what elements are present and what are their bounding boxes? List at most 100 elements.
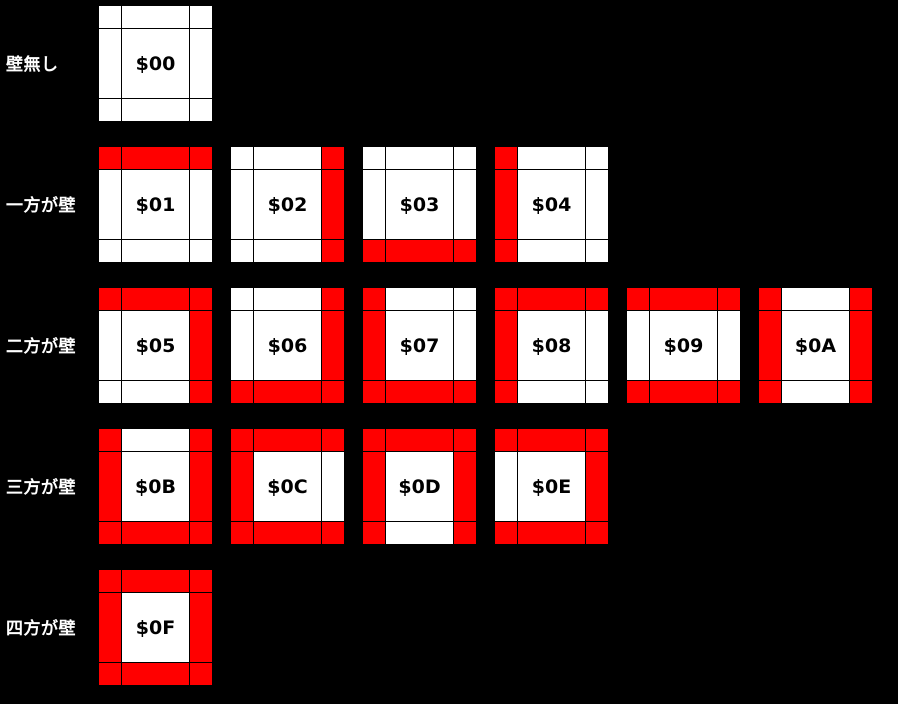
tile-corner-top-left xyxy=(495,429,517,451)
tile-edge-right xyxy=(454,170,476,239)
wall-tile-06[interactable]: $06 xyxy=(230,287,345,404)
tile-edge-bottom xyxy=(782,381,849,403)
tile-corner-bottom-right xyxy=(322,381,344,403)
tile-corner-bottom-left xyxy=(99,381,121,403)
wall-tile-0F[interactable]: $0F xyxy=(98,569,213,686)
tile-edge-right xyxy=(454,452,476,521)
wall-tile-00[interactable]: $00 xyxy=(98,5,213,122)
wall-tile-05[interactable]: $05 xyxy=(98,287,213,404)
tile-edge-top xyxy=(254,288,321,310)
tile-edge-top xyxy=(518,147,585,169)
tile-row-3: 二方が壁$05$06$07$08$09$0A xyxy=(0,287,898,404)
tile-edge-left xyxy=(99,311,121,380)
wall-tile-09[interactable]: $09 xyxy=(626,287,741,404)
tile-corner-bottom-right xyxy=(322,240,344,262)
tile-corner-bottom-right xyxy=(718,381,740,403)
tile-edge-bottom xyxy=(122,99,189,121)
tile-edge-right xyxy=(322,452,344,521)
tile-edge-left xyxy=(495,170,517,239)
tile-corner-top-left xyxy=(99,147,121,169)
tile-corner-top-left xyxy=(495,288,517,310)
wall-tile-0C[interactable]: $0C xyxy=(230,428,345,545)
wall-tile-0A[interactable]: $0A xyxy=(758,287,873,404)
tile-row-2: 一方が壁 $01$02$03$04 xyxy=(0,146,898,263)
tile-edge-bottom xyxy=(518,381,585,403)
tile-corner-top-left xyxy=(627,288,649,310)
tile-code-label: $08 xyxy=(518,311,585,380)
tile-edge-left xyxy=(99,29,121,98)
tile-corner-bottom-left xyxy=(363,240,385,262)
tile-corner-bottom-left xyxy=(231,381,253,403)
tile-corner-bottom-left xyxy=(363,522,385,544)
tile-edge-top xyxy=(122,288,189,310)
tile-row-4: 三方が壁 $0B$0C $0D $0E xyxy=(0,428,898,545)
row-label: 壁無し xyxy=(6,55,59,75)
tile-code-label: $0F xyxy=(122,593,189,662)
tile-code-label: $00 xyxy=(122,29,189,98)
tile-edge-top xyxy=(386,429,453,451)
tile-corner-top-right xyxy=(190,288,212,310)
tile-edge-top xyxy=(518,288,585,310)
tile-corner-bottom-right xyxy=(190,240,212,262)
tile-corner-bottom-left xyxy=(99,240,121,262)
tile-corner-bottom-left xyxy=(99,99,121,121)
tile-corner-bottom-left xyxy=(99,663,121,685)
tile-corner-top-right xyxy=(322,429,344,451)
row-label: 三方が壁 xyxy=(6,478,76,498)
tile-corner-top-left xyxy=(99,570,121,592)
tile-code-label: $0E xyxy=(518,452,585,521)
tile-edge-right xyxy=(586,170,608,239)
tile-edge-bottom xyxy=(386,240,453,262)
tile-corner-top-right xyxy=(718,288,740,310)
tile-edge-bottom xyxy=(254,381,321,403)
tile-edge-bottom xyxy=(122,663,189,685)
tile-edge-top xyxy=(122,6,189,28)
tile-corner-bottom-left xyxy=(363,381,385,403)
tile-edge-top xyxy=(650,288,717,310)
tile-corner-top-right xyxy=(322,147,344,169)
tile-edge-left xyxy=(759,311,781,380)
wall-tile-04[interactable]: $04 xyxy=(494,146,609,263)
tile-corner-bottom-left xyxy=(495,240,517,262)
tile-corner-bottom-left xyxy=(99,522,121,544)
wall-tile-0B[interactable]: $0B xyxy=(98,428,213,545)
row-label: 一方が壁 xyxy=(6,196,76,216)
wall-tile-03[interactable]: $03 xyxy=(362,146,477,263)
tile-edge-left xyxy=(99,170,121,239)
wall-tile-08[interactable]: $08 xyxy=(494,287,609,404)
wall-tile-0E[interactable]: $0E xyxy=(494,428,609,545)
tiles-strip: $00 xyxy=(98,5,213,122)
tile-edge-right xyxy=(586,311,608,380)
tile-edge-bottom xyxy=(386,522,453,544)
tile-corner-top-right xyxy=(586,147,608,169)
tile-corner-top-left xyxy=(363,429,385,451)
tile-edge-right xyxy=(718,311,740,380)
tile-corner-bottom-right xyxy=(586,240,608,262)
tile-edge-top xyxy=(518,429,585,451)
wall-tile-01[interactable]: $01 xyxy=(98,146,213,263)
tile-edge-bottom xyxy=(122,240,189,262)
wall-tile-0D[interactable]: $0D xyxy=(362,428,477,545)
tile-row-1: 壁無し $00 xyxy=(0,5,898,122)
tile-corner-top-left xyxy=(231,147,253,169)
tile-edge-left xyxy=(495,311,517,380)
tile-corner-bottom-right xyxy=(190,522,212,544)
tile-corner-bottom-right xyxy=(190,99,212,121)
tile-edge-right xyxy=(850,311,872,380)
tile-corner-bottom-right xyxy=(454,522,476,544)
tile-corner-top-right xyxy=(586,429,608,451)
tile-edge-right xyxy=(190,311,212,380)
tile-corner-bottom-left xyxy=(627,381,649,403)
tile-corner-top-left xyxy=(99,288,121,310)
tile-corner-top-right xyxy=(322,288,344,310)
tile-code-label: $0D xyxy=(386,452,453,521)
tile-corner-top-right xyxy=(190,6,212,28)
tile-corner-top-right xyxy=(454,429,476,451)
tile-corner-bottom-right xyxy=(190,663,212,685)
wall-tile-02[interactable]: $02 xyxy=(230,146,345,263)
wall-tile-07[interactable]: $07 xyxy=(362,287,477,404)
tile-edge-top xyxy=(254,147,321,169)
tile-edge-top xyxy=(386,288,453,310)
tile-corner-top-right xyxy=(454,147,476,169)
